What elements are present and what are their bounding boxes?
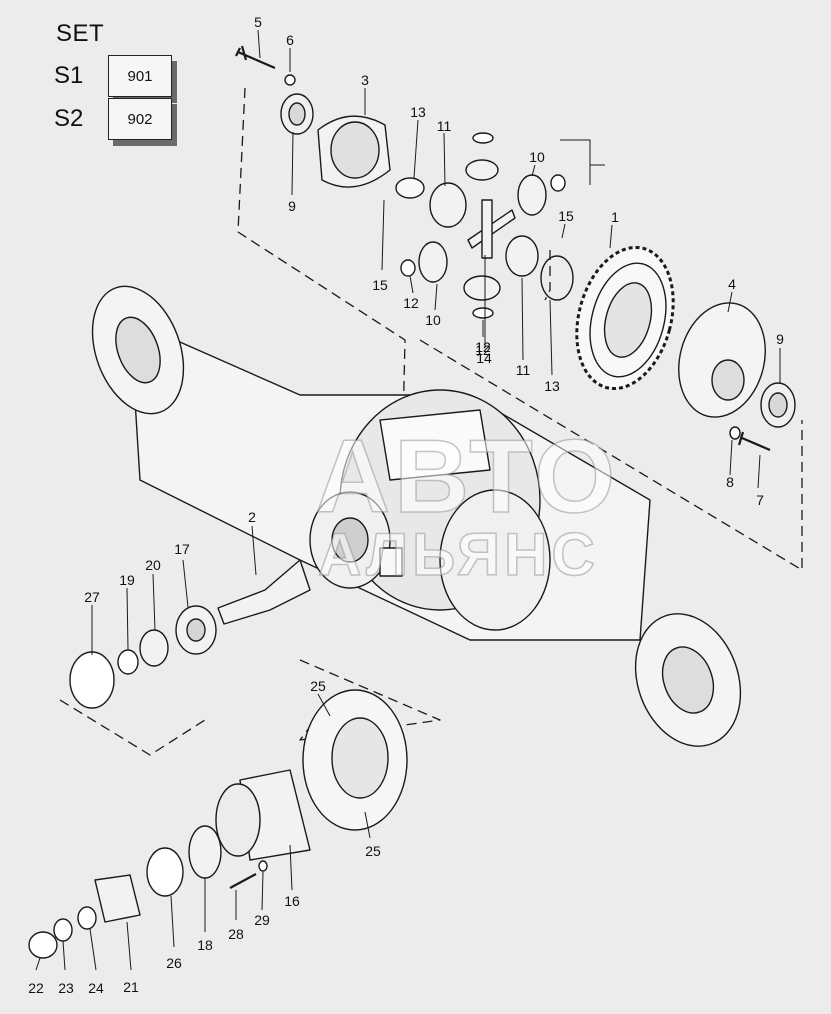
callout-13: 13 [410,104,426,120]
callout-12: 12 [403,295,419,311]
callout-7: 7 [756,492,764,508]
differential-case-half [678,302,766,418]
callout-10: 10 [425,312,441,328]
callout-12: 12 [475,339,491,355]
callout-19: 19 [119,572,135,588]
flange-assembly [28,689,408,959]
callout-25: 25 [310,678,326,694]
spider-gears [400,132,566,319]
callout-29: 29 [254,912,270,928]
callout-24: 24 [88,980,104,996]
callout-10: 10 [529,149,545,165]
callout-3: 3 [361,72,369,88]
set-heading: SET [56,20,105,47]
callout-28: 28 [228,926,244,942]
washer-6 [284,74,296,86]
callout-25: 25 [365,843,381,859]
ring-gear [575,245,675,391]
bolt-7 [737,431,771,452]
washer-8 [729,426,741,440]
callout-9: 9 [776,331,784,347]
callout-17: 17 [174,541,190,557]
callout-1: 1 [611,209,619,225]
set-code-box-s1: 901 [108,55,172,97]
callout-5: 5 [254,14,262,30]
callout-14: 14 [476,350,492,366]
shim-13-top [395,177,425,199]
callout-16: 16 [284,893,300,909]
bolt-5 [235,45,276,70]
callout-26: 26 [166,955,182,971]
axle-housing [91,285,742,747]
set-row-label-s2: S2 [54,105,84,132]
callout-4: 4 [728,276,736,292]
callout-6: 6 [286,32,294,48]
differential-housing [317,115,391,188]
callout-20: 20 [145,557,161,573]
shim-13-bottom [540,255,574,301]
callout-9: 9 [288,198,296,214]
callout-12: 12 [475,342,491,358]
callout-8: 8 [726,474,734,490]
callout-18: 18 [197,937,213,953]
callout-11: 11 [515,362,531,378]
callout-21: 21 [123,979,139,995]
callout-11: 11 [436,118,452,134]
set-row-label-s1: S1 [54,62,84,89]
callout-13: 13 [544,378,560,394]
pinion-assembly [69,559,311,709]
callout-22: 22 [28,980,44,996]
callout-15: 15 [558,208,574,224]
callout-27: 27 [84,589,100,605]
callout-15: 15 [372,277,388,293]
callout-23: 23 [58,980,74,996]
callout-2: 2 [248,509,256,525]
leader-lines [35,29,781,971]
set-code-box-s2: 902 [108,98,172,140]
